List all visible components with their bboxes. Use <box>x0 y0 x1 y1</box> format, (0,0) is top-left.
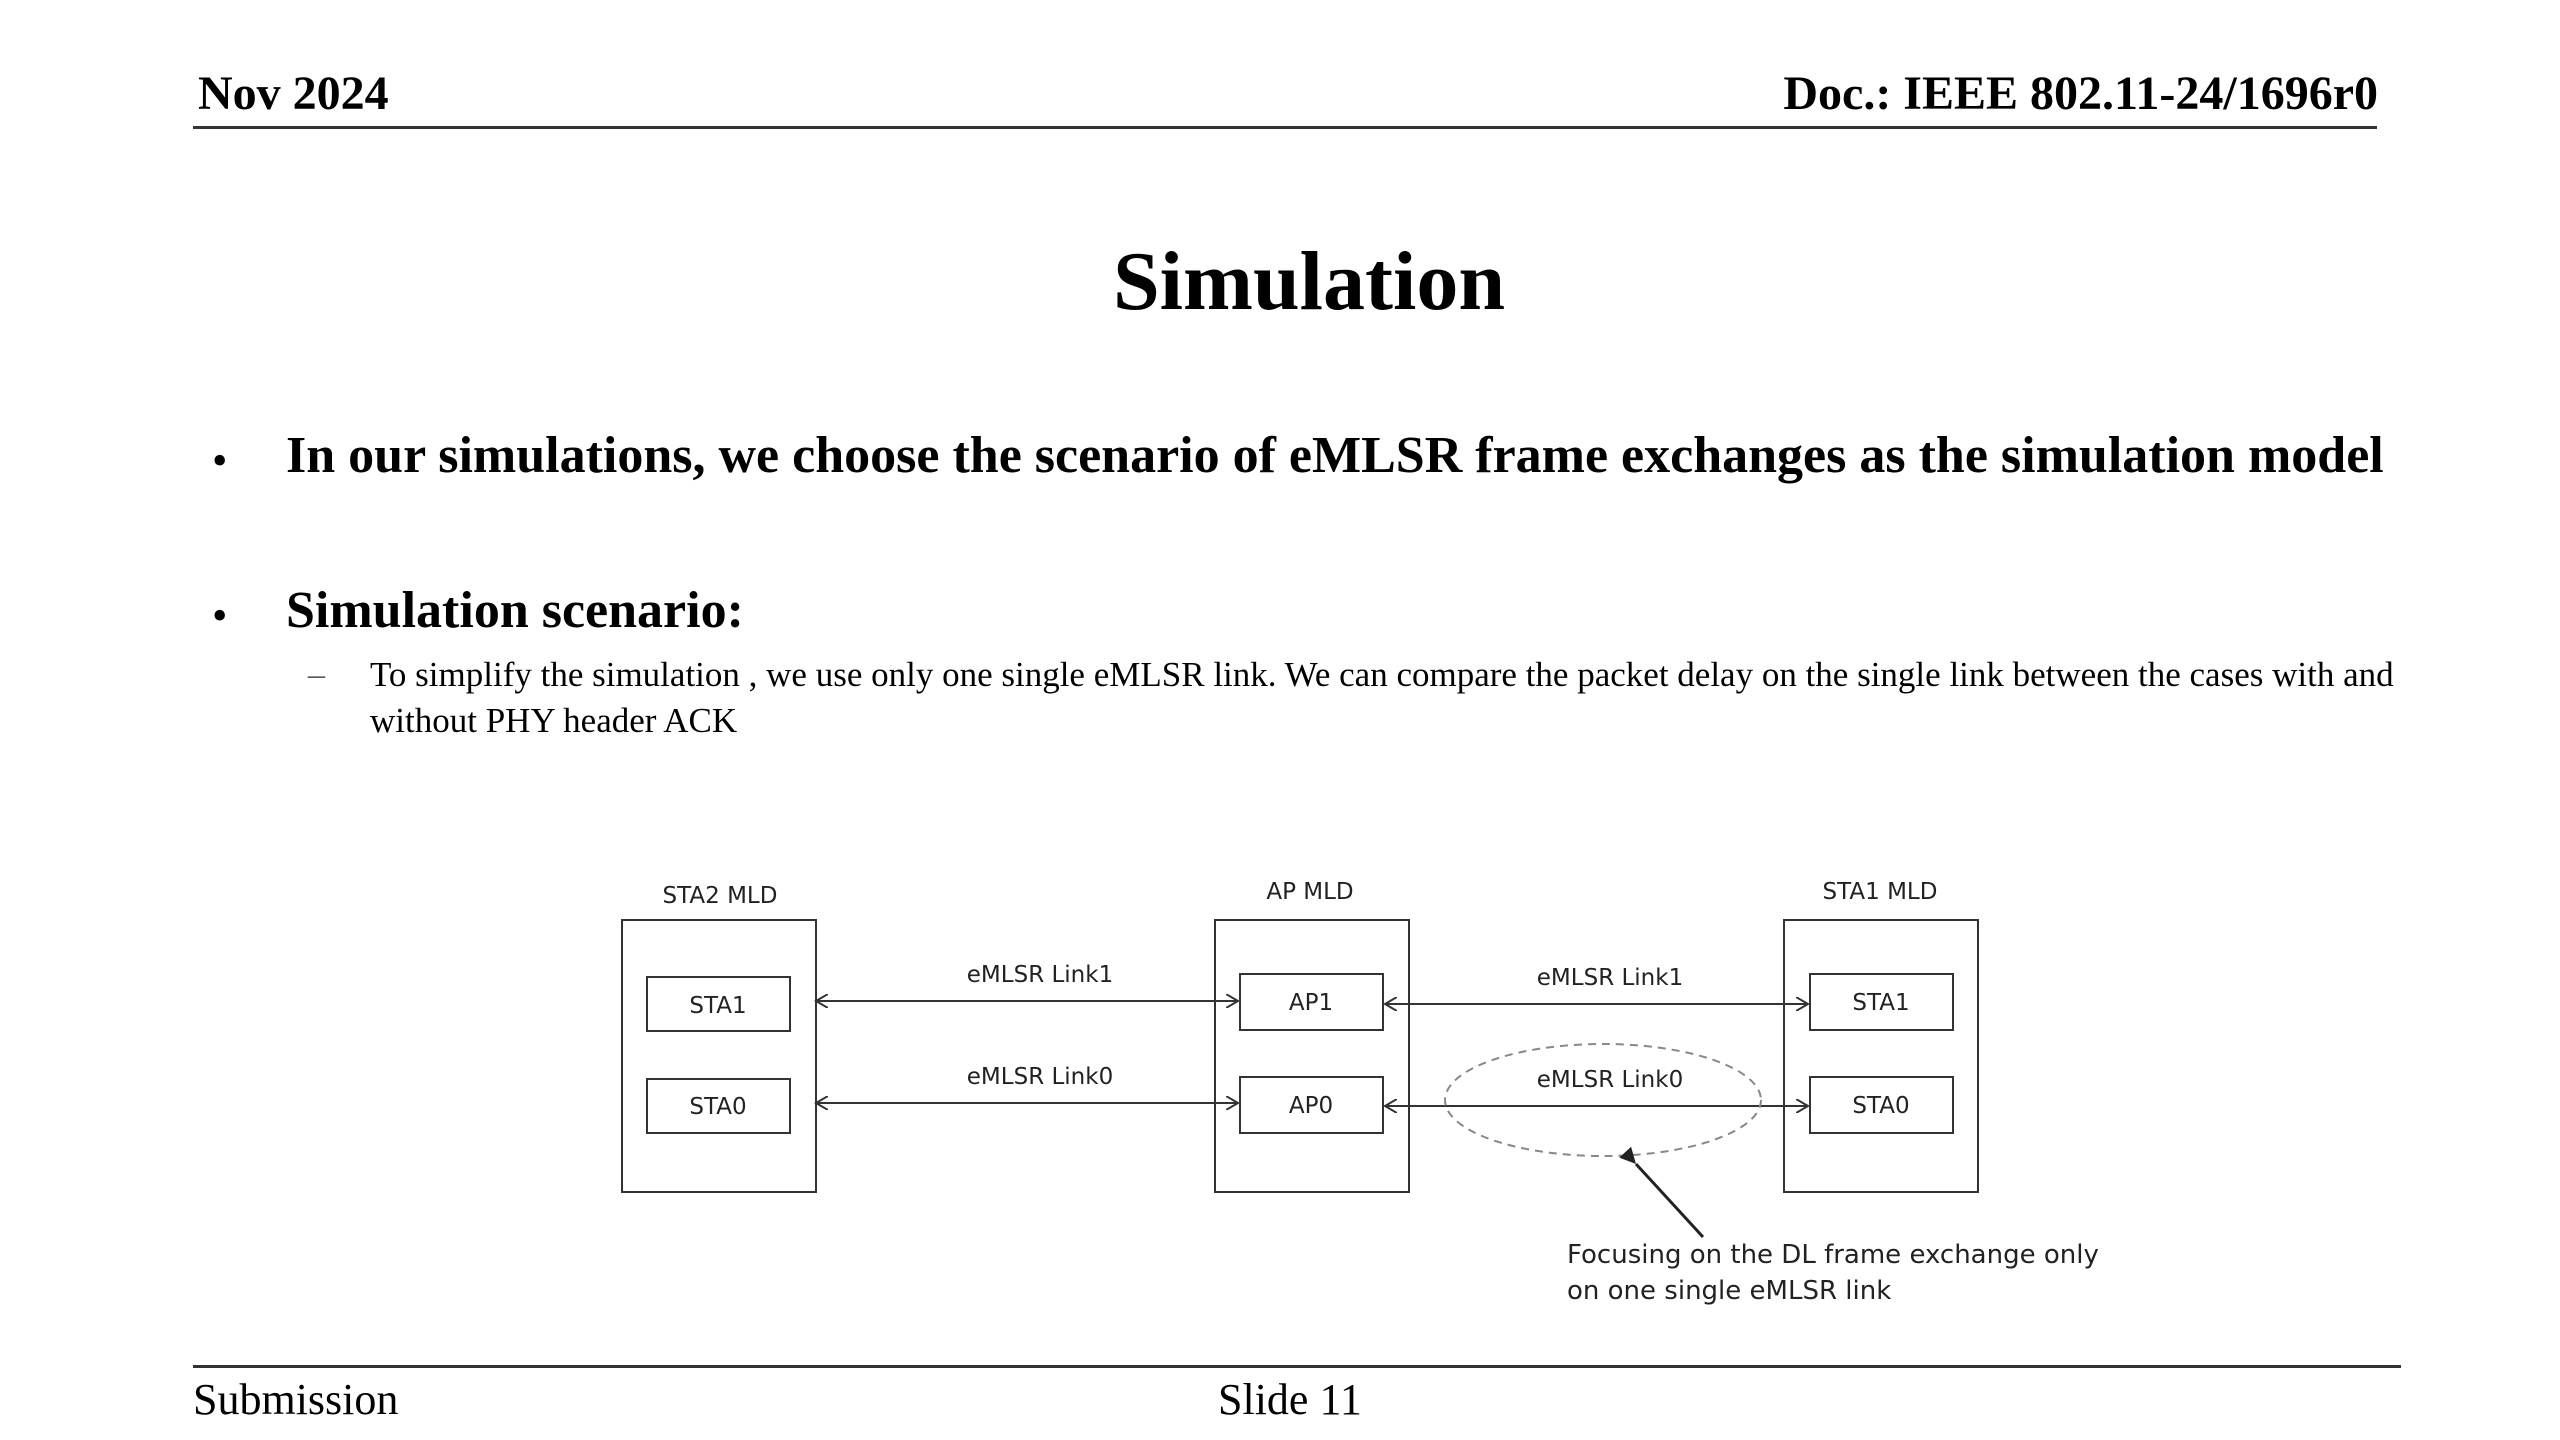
sta1-sta0-label: STA0 <box>1852 1093 1909 1119</box>
focus-note-line1: Focusing on the DL frame exchange only <box>1567 1240 2099 1270</box>
sta1-mld-label: STA1 MLD <box>1823 879 1938 905</box>
sta2-mld-label: STA2 MLD <box>663 883 778 909</box>
ap1-label: AP1 <box>1289 990 1333 1016</box>
sta1-sta1-box <box>1809 973 1954 1031</box>
sta2-mld-box <box>621 919 817 1193</box>
right-link1-label: eMLSR Link1 <box>1537 965 1683 991</box>
ap-mld-label: AP MLD <box>1266 879 1353 905</box>
sta1-sta0-box <box>1809 1076 1954 1134</box>
ap0-label: AP0 <box>1289 1093 1333 1119</box>
header-document-id: Doc.: IEEE 802.11-24/1696r0 <box>1783 67 2378 120</box>
sta1-mld-box <box>1783 919 1979 1193</box>
bullet-simulation-scenario: Simulation scenario: <box>286 582 744 639</box>
footer-submission: Submission <box>193 1375 399 1424</box>
bullet-marker: • <box>212 591 228 640</box>
sta2-sta1-box <box>646 976 791 1032</box>
ap-mld-box <box>1214 919 1410 1193</box>
footer-slide-number: Slide 11 <box>1218 1375 1362 1424</box>
focus-ellipse <box>1444 1043 1762 1157</box>
bullet-marker: • <box>212 436 228 485</box>
slide-title: Simulation <box>1112 235 1506 328</box>
header-date: Nov 2024 <box>198 67 389 120</box>
sta1-sta1-label: STA1 <box>1852 990 1909 1016</box>
sta2-sta1-label: STA1 <box>689 993 746 1019</box>
sta2-sta0-label: STA0 <box>689 1094 746 1120</box>
sta2-sta0-box <box>646 1078 791 1134</box>
left-link0-label: eMLSR Link0 <box>967 1064 1113 1090</box>
header-divider <box>193 126 2377 129</box>
ap0-box <box>1239 1076 1384 1134</box>
right-link0-label: eMLSR Link0 <box>1537 1067 1683 1093</box>
left-link1-label: eMLSR Link1 <box>967 962 1113 988</box>
sub-bullet-text: To simplify the simulation , we use only… <box>370 655 2394 740</box>
focus-note-line2: on one single eMLSR link <box>1567 1276 1891 1306</box>
ap1-box <box>1239 973 1384 1031</box>
footer-divider <box>193 1365 2401 1368</box>
bullet-simulation-model: In our simulations, we choose the scenar… <box>286 427 2384 484</box>
sub-bullet-dash: – <box>308 656 325 693</box>
focus-pointer-arrow <box>1619 1146 1705 1239</box>
